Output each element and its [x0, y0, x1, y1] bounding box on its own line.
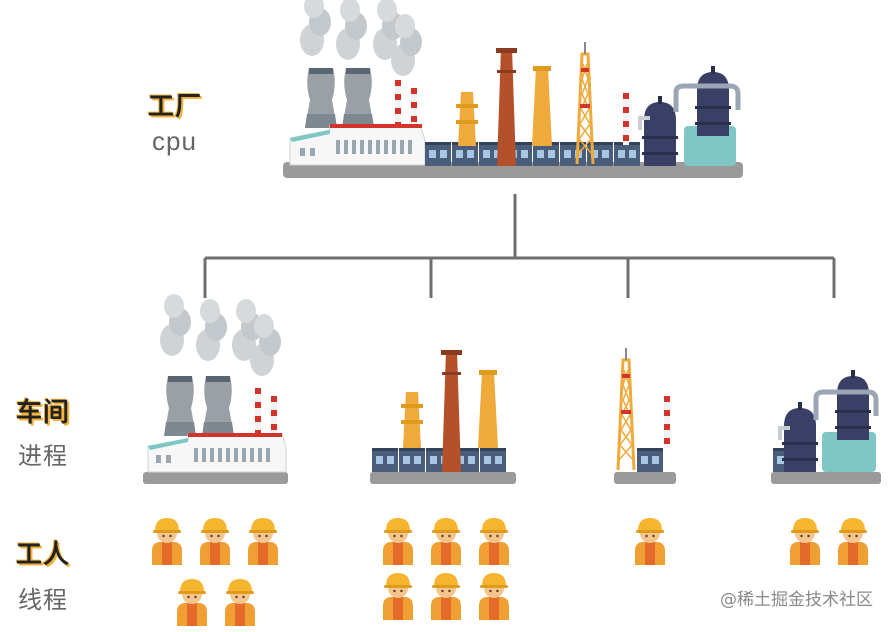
factory-title: 工厂 [148, 91, 203, 121]
worker-subtitle: 线程 [18, 587, 68, 614]
workshop-tower [614, 346, 676, 484]
worker-icon [479, 518, 509, 565]
worker-icon [790, 518, 820, 565]
worker-icon [431, 573, 461, 620]
workshop-power-plant [143, 294, 288, 484]
worker-icon [152, 518, 182, 565]
worker-icon [635, 518, 665, 565]
worker-icon [383, 518, 413, 565]
workshop-tanks [771, 370, 881, 484]
worker-icon [479, 573, 509, 620]
watermark: @稀土掘金技术社区 [720, 590, 873, 610]
workers-tower [635, 518, 665, 565]
worker-icon [838, 518, 868, 565]
worker-icon [225, 579, 255, 626]
workers-chimneys [383, 518, 509, 620]
workers-power-plant [152, 518, 278, 626]
workshop-title: 车间 [16, 397, 71, 427]
worker-icon [248, 518, 278, 565]
connector-lines [203, 194, 836, 298]
worker-icon [177, 579, 207, 626]
worker-icon [431, 518, 461, 565]
factory-subtitle: cpu [152, 126, 197, 156]
worker-icon [383, 573, 413, 620]
worker-title: 工人 [16, 539, 71, 569]
main-factory [283, 0, 743, 178]
workshop-chimneys [370, 350, 516, 484]
workshop-subtitle: 进程 [18, 443, 68, 470]
worker-icon [200, 518, 230, 565]
workers-tanks [790, 518, 868, 565]
